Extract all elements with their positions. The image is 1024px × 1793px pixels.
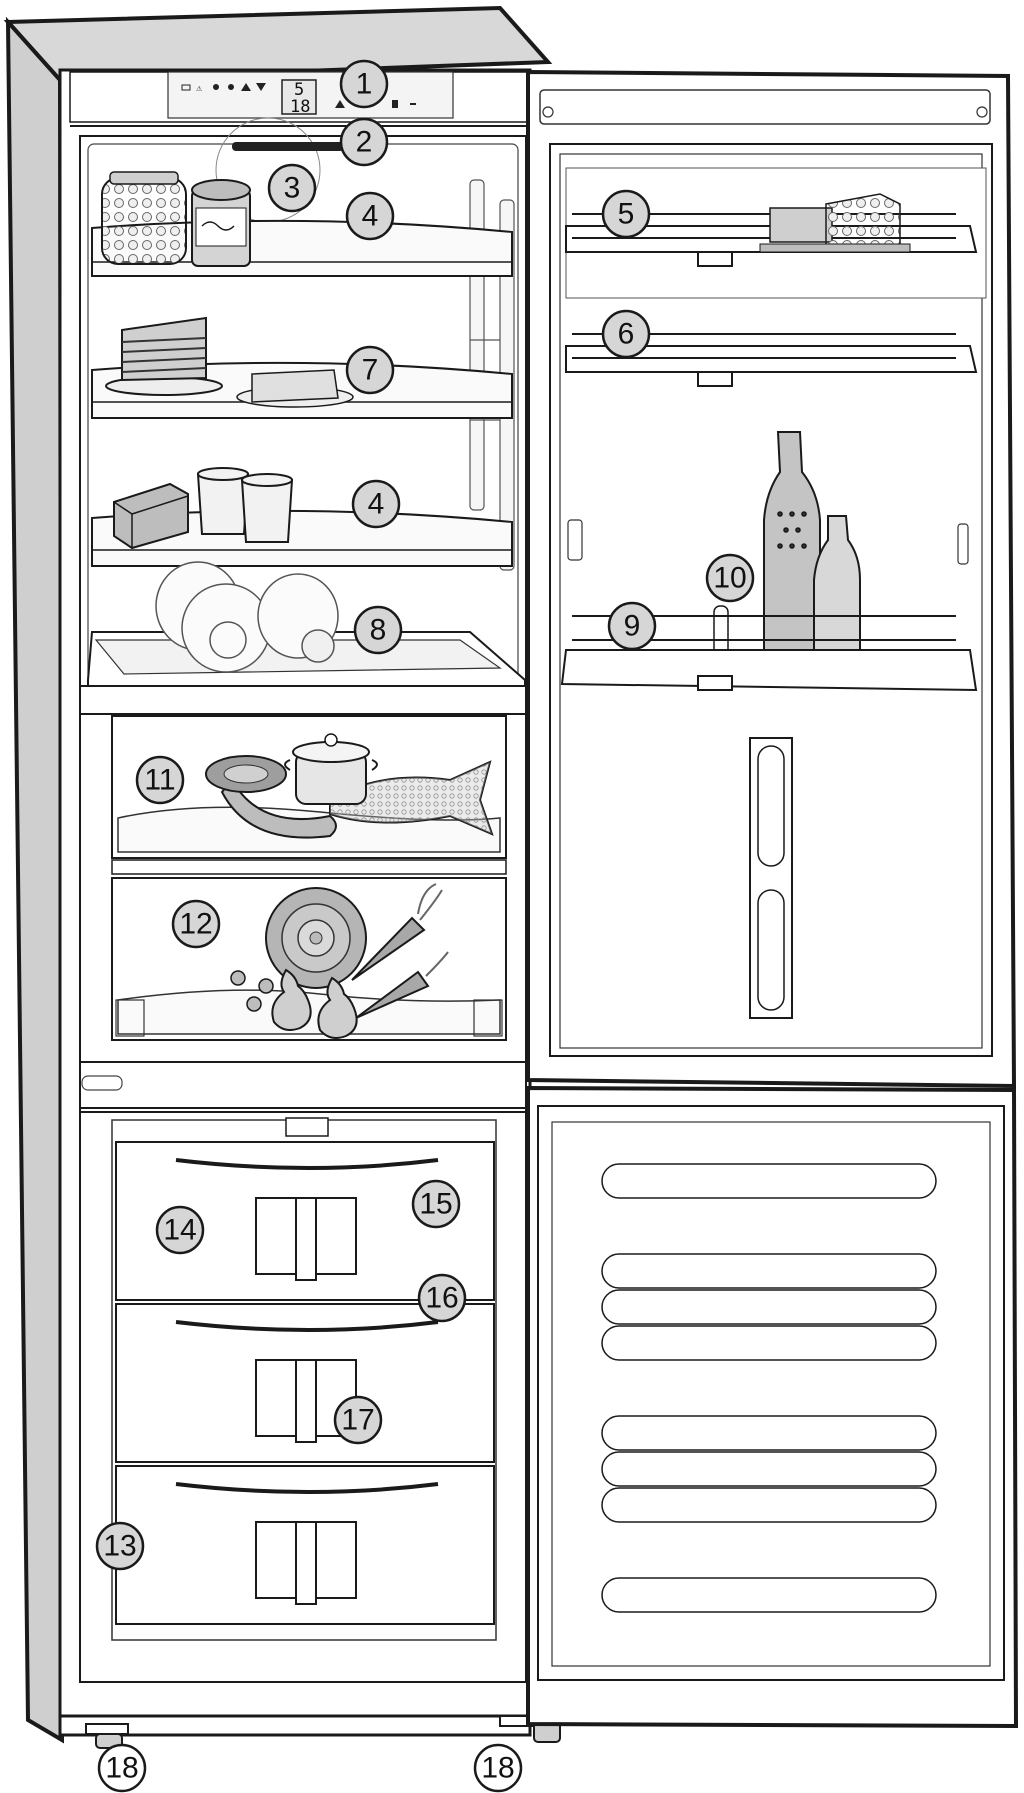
- svg-text:4: 4: [362, 200, 379, 233]
- callout-16: 16: [417, 1273, 467, 1323]
- freezer-door: [526, 1085, 1019, 1729]
- svg-text:1: 1: [356, 68, 373, 101]
- svg-text:8: 8: [370, 614, 387, 647]
- down-arrow-icon: [256, 83, 266, 91]
- fish: [329, 760, 494, 836]
- svg-text:12: 12: [179, 908, 212, 941]
- panel-buttons: ⚠ 5 18: [181, 79, 416, 117]
- callout-10: 10: [705, 553, 755, 603]
- alarm-icon: ⚠: [196, 85, 202, 93]
- freezer-drawer-bottom: [115, 1465, 495, 1625]
- can: [191, 179, 251, 267]
- freezer-door-ridges: [601, 1163, 937, 1613]
- svg-text:13: 13: [103, 1530, 136, 1563]
- callout-11: 11: [135, 755, 185, 805]
- freezer-drawer-middle: [115, 1303, 495, 1463]
- lcd-display: [281, 79, 317, 115]
- door-butter: [759, 193, 911, 253]
- callout-5: 5: [601, 189, 651, 239]
- svg-text:16: 16: [425, 1282, 458, 1315]
- jar: [101, 171, 187, 265]
- button-dot-1: [213, 84, 219, 90]
- glass-shelf-lower: [91, 509, 513, 567]
- callout-4a: 4: [345, 191, 395, 241]
- callout-7: 7: [345, 345, 395, 395]
- svg-text:7: 7: [362, 354, 379, 387]
- berries: [230, 970, 274, 1012]
- crisper-drawers: [79, 685, 527, 1041]
- callout-8: 8: [353, 605, 403, 655]
- callout-18a: 18: [97, 1743, 147, 1793]
- butter-dish: [113, 482, 189, 550]
- up-arrow-icon: [241, 83, 251, 91]
- svg-text:15: 15: [419, 1188, 452, 1221]
- pears: [271, 968, 358, 1039]
- callout-2: 2: [339, 117, 389, 167]
- callout-4b: 4: [351, 479, 401, 529]
- callout-1: 1: [339, 59, 389, 109]
- power-icon: [181, 84, 191, 91]
- svg-text:3: 3: [284, 172, 301, 205]
- cake: [105, 316, 223, 396]
- fridge-door: [526, 69, 1017, 1089]
- button-dot-2: [228, 84, 234, 90]
- svg-text:17: 17: [341, 1404, 374, 1437]
- minus-icon: [410, 103, 416, 105]
- svg-text:10: 10: [713, 562, 746, 595]
- callout-14: 14: [155, 1205, 205, 1255]
- svg-text:6: 6: [618, 318, 635, 351]
- foot-left: [85, 1723, 129, 1749]
- door-shelf-middle: [565, 333, 978, 387]
- callout-13: 13: [95, 1521, 145, 1571]
- callout-18b: 18: [473, 1743, 523, 1793]
- svg-text:4: 4: [368, 488, 385, 521]
- door-channel: [749, 737, 793, 1019]
- callout-12: 12: [171, 899, 221, 949]
- svg-text:2: 2: [356, 126, 373, 159]
- svg-text:5: 5: [618, 198, 635, 231]
- yogurt-cups: [196, 467, 294, 543]
- svg-text:18: 18: [105, 1752, 138, 1785]
- callout-17: 17: [333, 1395, 383, 1445]
- callout-15: 15: [411, 1179, 461, 1229]
- svg-text:9: 9: [624, 610, 641, 643]
- cabinet-side: [5, 16, 65, 1744]
- svg-text:14: 14: [163, 1214, 196, 1247]
- lcd-top-value: 5: [294, 80, 304, 100]
- callout-6: 6: [601, 309, 651, 359]
- steak: [205, 755, 287, 793]
- cabbage: [265, 887, 367, 989]
- cheese-plate: [236, 369, 354, 408]
- up-arrow-icon-2: [335, 100, 345, 108]
- callouts: 1 2 3 4 4 5 6 7 8 9 10 11 12 13 14 15 16…: [95, 59, 755, 1793]
- lock-icon: [392, 100, 398, 108]
- callout-3: 3: [267, 163, 317, 213]
- lcd-bottom-value: 18: [290, 97, 310, 117]
- pot: [284, 733, 378, 805]
- svg-text:18: 18: [481, 1752, 514, 1785]
- callout-9: 9: [607, 601, 657, 651]
- sausage: [220, 778, 337, 839]
- carrots: [351, 883, 449, 1019]
- svg-text:11: 11: [144, 764, 175, 797]
- lying-bottles: [155, 561, 339, 673]
